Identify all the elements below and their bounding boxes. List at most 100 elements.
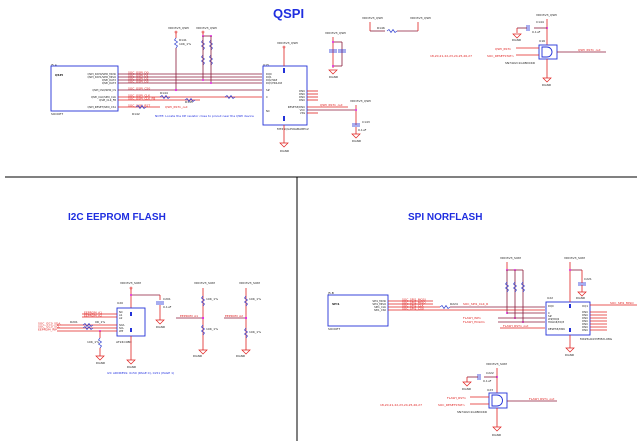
chip-pin: DNU [582,322,588,326]
ground-label: DGND [576,296,586,300]
ground-icon [542,77,552,83]
ground-icon [279,142,289,148]
chip-part: MX25L6433FM2I-08G [580,337,613,341]
resistor-value: 10K_1% [87,340,99,344]
qspi-net-labels: SOC_QSPI_D0 SOC_QSPI_D1 SOC_QSPI_D2 SOC_… [128,71,188,110]
resistor-icon [243,295,249,307]
ground-icon [126,359,136,365]
resistor-icon [224,94,236,100]
qspi-connector[interactable]: J5.A QSPI QSPI_DAT0/SPI0_MOSI QSPI_DAT1/… [50,63,119,116]
ground-icon [351,133,361,139]
net-label: SOC_QSPI_D0 [128,71,149,75]
i2c-address-note: I2C ADDRESS: 0x50 (PAGE 0), 0x51 (PAGE 1… [107,371,174,375]
chip-ref: U15 [263,63,269,67]
net-label: SOC_QSPI_D2 [128,77,149,81]
chip-pin: A1 [119,313,123,317]
resistor-icon [439,304,451,310]
eeprom-chip[interactable]: U20 NC A1 A2 SDA SCL WP AT24C08D [116,301,146,344]
resistor-icon [159,94,171,100]
ground-icon [241,349,251,355]
qspi-flash-body [262,65,308,126]
resistor-ref: R146 [377,26,385,30]
qspi-reset-gate[interactable]: VDD3V3_QSPI DGND C144 0.1uF U16 QSPI_RST… [430,13,606,87]
qspi-flash-chip[interactable]: U15 DQ0 DQ1 DQ2/W# DQ3/HOLD# S# C NC DNU… [262,63,309,131]
qspi-pin: QSPI_DAT0/SPI0_MOSI [87,72,116,76]
resistor-ref: R145 [185,100,193,104]
chip-pin: DQ3/HOLD# [266,81,282,85]
chip-pin: DQ1 [582,304,588,308]
net-label: EEPROM_A1 [180,314,198,318]
resistor-icon [520,281,526,293]
net-label: SOC_I2C0_SCL [38,325,60,329]
spi-connector[interactable]: J5.B SPI1 SPI1_MOSI SPI1_MISO SPI1_CLK S… [327,291,389,331]
net-label: EEPROM_A2 [84,314,102,318]
cap-value: 0.1uF [163,305,172,309]
supply-label: VDD3V3_QSPI [410,16,431,20]
chip-pin: SDA [119,323,125,327]
qspi-title: QSPI [273,6,304,21]
chip-pin: C [266,95,268,99]
resistor-icon [512,281,518,293]
spi-title: SPI NORFLASH [408,212,482,223]
qspi-pin: QSPI_DAT1/SPI0_MISO [87,75,116,79]
and-gate-icon [491,394,503,407]
chip-pin: VCC [300,108,306,112]
gate-input: QSPI_RSTn [495,47,511,51]
resistor-value: 10K_1% [206,297,218,301]
net-label: EEPROM_A1 [84,311,102,315]
flash-net: FLASH_WPn [463,316,481,320]
ground-label: DGND [127,365,137,369]
supply-label: VDD3V3_QSPI [168,26,189,30]
chip-pin: DNU [299,89,305,93]
and-gate-icon [541,46,553,58]
cap-value: 0.1uF [483,379,492,383]
qspi-connector-ref: J5.A [50,63,58,67]
spi-flash-chip[interactable]: U22 DQ0 C S# W#/DQ2 HOLD#/DQ3 RESET#/DNU… [545,296,613,341]
net-label: SOC_QSPI_RST [128,104,150,108]
gate-body [488,392,508,409]
ground-label: DGND [329,75,339,79]
chip-pin: DNU [299,95,305,99]
flash-net: FLASH_HOLDn [463,320,485,324]
chip-pin: NC [266,109,270,113]
ground-label: DGND [280,149,290,153]
spi-reset-gate[interactable]: VDD3V3_SOM DGND C222 0.1uF U23 FLASH_RST… [380,362,557,437]
chip-pin: RESET#/DNU [548,327,565,331]
net-label: SOC_SPI1_CLK [402,304,425,308]
ground-label: DGND [542,83,552,87]
chip-pin: DNU [299,92,305,96]
net-label: SOC_QSPI_D1 [128,74,149,78]
resistor-icon [200,324,206,336]
flash-net: FLASH_RSTn_out [503,324,529,328]
ground-label: DGND [352,139,362,143]
cap-value: 0.1uF [532,30,541,34]
resistor-icon [200,295,206,307]
chip-pin: DQ2/W# [266,78,277,82]
sheet-refs: 18,20,21,22,23,24,25,26,27 [430,54,472,58]
qspi-pin: QSPI_CS0/SPI0_CS [92,88,116,92]
supply-icon [174,30,178,34]
chip-pin: DNU [299,98,305,102]
cap-ref: C143 [362,120,370,124]
qspi-connector-name: QSPI [55,73,63,77]
resistor-icon [82,322,94,328]
ground-icon [328,69,338,75]
ground-label: DGND [96,361,106,365]
chip-pin: S# [266,88,270,92]
qspi-pin: QSPI_DAT3 [102,81,116,85]
net-label: SOC_I2C0_SDA [38,322,61,326]
spi-connector-body [327,294,389,327]
supply-icon [129,286,133,290]
resistor-icon [173,37,179,49]
gate-input: SOC_RESETSTATn [487,54,514,58]
chip-pin: DQ1 [266,75,272,79]
qspi-connector-body [50,65,119,112]
chip-pin: W#/DQ2 [548,317,560,321]
resistor-icon [97,337,103,349]
cap-ref: C144 [536,20,544,24]
qspi-bus-wires [118,73,262,108]
cap-ref: C222 [486,371,494,375]
connector-name: SPI1 [332,302,340,306]
supply-label: VDD3V3_QSPI [362,16,383,20]
